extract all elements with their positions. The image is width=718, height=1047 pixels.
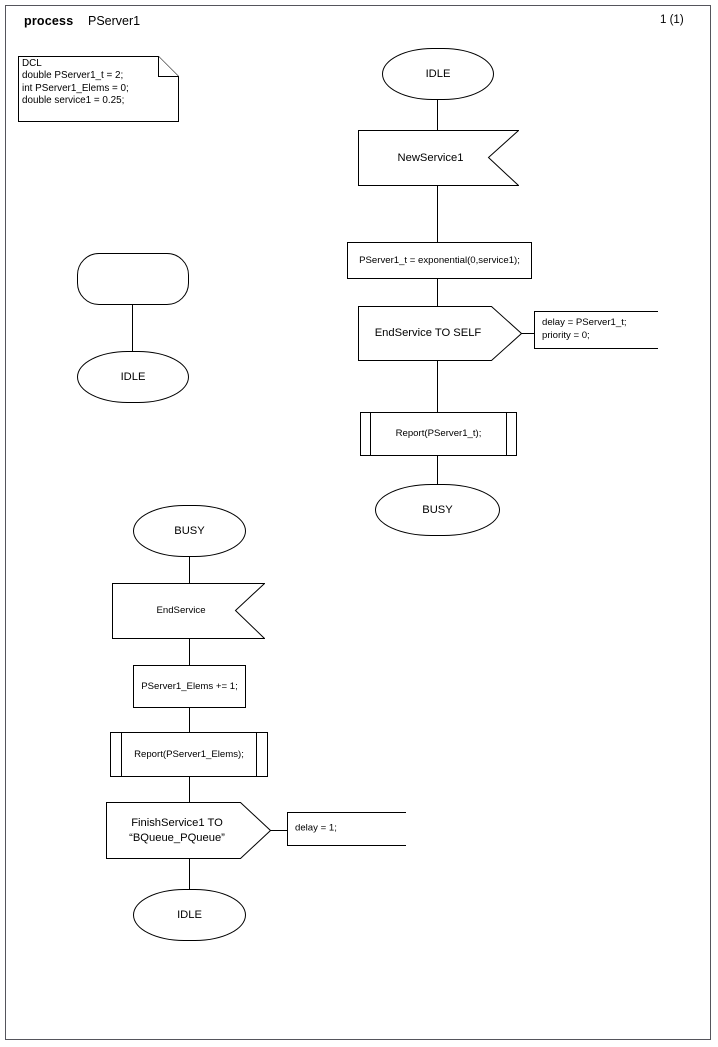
comment-finishservice-delay: delay = 1;	[287, 812, 406, 846]
connector-busy-to-endservice-input	[189, 557, 190, 583]
procedure-report-pserver1-elems-label: Report(PServer1_Elems);	[134, 748, 244, 760]
dcl-block-shape	[18, 56, 179, 122]
procedure-left-bar	[121, 733, 122, 776]
connector-idle-to-newservice1	[437, 100, 438, 131]
connector-task-to-report-elems	[189, 708, 190, 732]
output-finishservice1-shape[interactable]	[106, 802, 271, 859]
connector-finishservice-to-idle	[189, 859, 190, 889]
procedure-report-pserver1-t-label: Report(PServer1_t);	[395, 427, 482, 439]
connector-newservice1-to-task	[437, 186, 438, 242]
procedure-right-bar	[256, 733, 257, 776]
procedure-left-bar	[370, 413, 371, 455]
connector-endservice-input-to-task	[189, 639, 190, 665]
procedure-right-bar	[506, 413, 507, 455]
state-busy-right[interactable]: BUSY	[375, 484, 500, 536]
state-busy-right-label: BUSY	[422, 503, 453, 516]
connector-endservice-output-to-report	[437, 361, 438, 412]
page-number: 1 (1)	[660, 14, 684, 26]
input-endservice-shape[interactable]	[112, 583, 265, 639]
procedure-report-pserver1-elems[interactable]: Report(PServer1_Elems);	[110, 732, 268, 777]
page-title-keyword: process	[24, 14, 74, 28]
connector-task-to-endservice-output	[437, 279, 438, 306]
state-idle-after-start-label: IDLE	[120, 370, 146, 383]
task-increment-pserver1-elems-label: PServer1_Elems += 1;	[141, 680, 238, 692]
task-increment-pserver1-elems[interactable]: PServer1_Elems += 1;	[133, 665, 246, 708]
connector-finishservice-output-to-comment	[270, 830, 288, 831]
state-idle-after-start[interactable]: IDLE	[77, 351, 189, 403]
state-busy-left[interactable]: BUSY	[133, 505, 246, 557]
comment-endservice-delay-priority: delay = PServer1_t; priority = 0;	[534, 311, 658, 349]
input-newservice1-shape[interactable]	[358, 130, 519, 186]
start-symbol[interactable]	[77, 253, 189, 305]
connector-start-to-idle	[132, 305, 133, 351]
state-idle-bottom[interactable]: IDLE	[133, 889, 246, 941]
task-set-pserver1-t[interactable]: PServer1_t = exponential(0,service1);	[347, 242, 532, 279]
output-endservice-to-self-shape[interactable]	[358, 306, 522, 361]
page-border	[5, 5, 711, 1040]
state-idle-top-label: IDLE	[425, 67, 451, 80]
connector-endservice-output-to-comment	[521, 333, 535, 334]
page-title-process-name: PServer1	[88, 14, 141, 28]
state-idle-bottom-label: IDLE	[177, 908, 202, 921]
connector-report-to-busy	[437, 456, 438, 484]
procedure-report-pserver1-t[interactable]: Report(PServer1_t);	[360, 412, 517, 456]
state-busy-left-label: BUSY	[174, 524, 205, 537]
comment-endservice-delay-priority-text: delay = PServer1_t; priority = 0;	[542, 317, 627, 341]
state-idle-top[interactable]: IDLE	[382, 48, 494, 100]
task-set-pserver1-t-label: PServer1_t = exponential(0,service1);	[359, 254, 520, 266]
connector-report-elems-to-finishservice	[189, 777, 190, 802]
comment-finishservice-delay-text: delay = 1;	[295, 822, 337, 834]
